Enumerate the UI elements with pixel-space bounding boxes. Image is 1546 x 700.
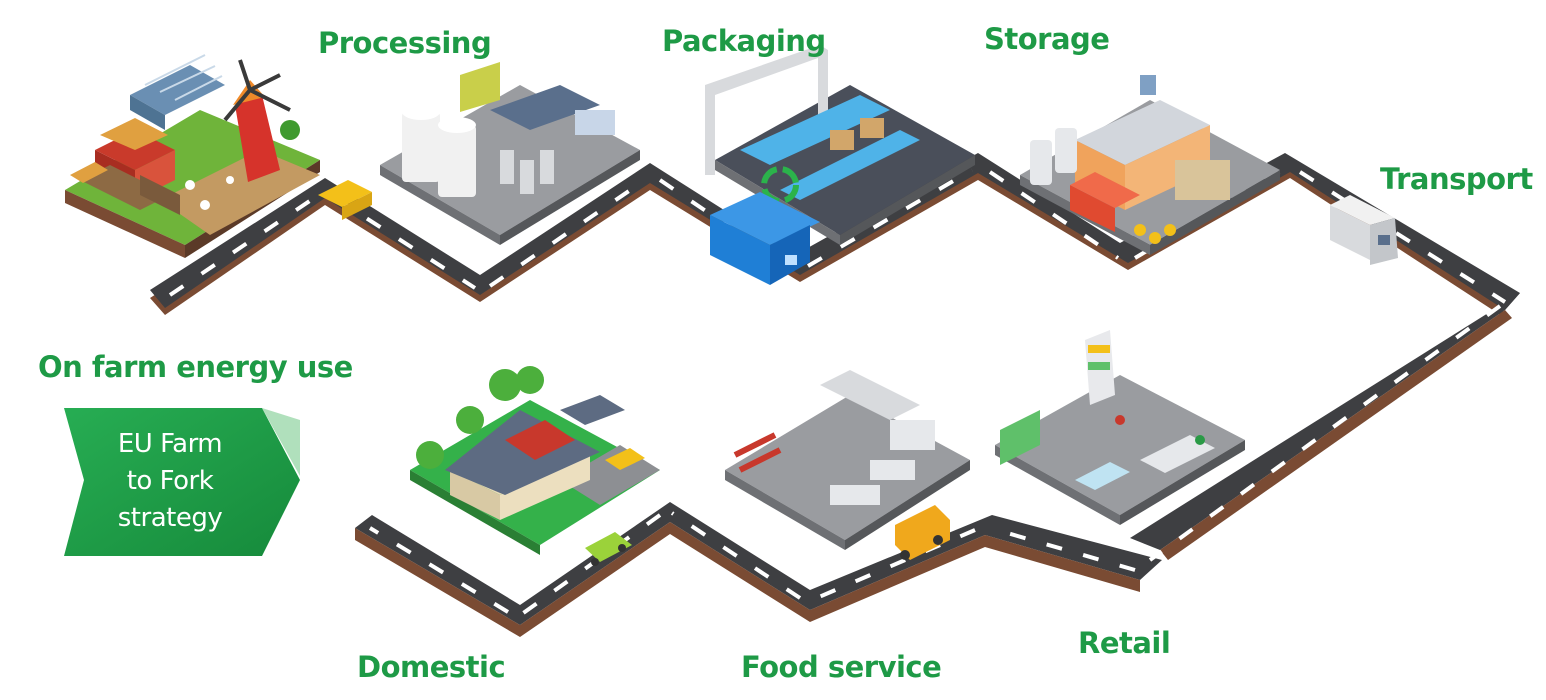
van-icon bbox=[318, 180, 372, 220]
greenhouse-icon bbox=[130, 54, 225, 130]
badge-line-3: strategy bbox=[117, 503, 223, 533]
tree-icon bbox=[280, 120, 300, 140]
recycle-icon bbox=[761, 166, 799, 204]
food-service-block bbox=[725, 370, 970, 550]
truck-icon bbox=[1330, 195, 1398, 265]
tree-icon bbox=[416, 366, 544, 469]
strategy-badge bbox=[64, 408, 300, 556]
windmill-icon bbox=[223, 59, 291, 182]
packaging-block bbox=[705, 45, 975, 285]
retail-block bbox=[995, 330, 1245, 525]
label-on-farm-energy-use: On farm energy use bbox=[38, 350, 353, 384]
label-retail: Retail bbox=[1078, 626, 1171, 660]
label-transport: Transport bbox=[1380, 162, 1533, 196]
storage-block bbox=[1020, 75, 1280, 255]
shop-icon bbox=[1000, 330, 1215, 490]
road bbox=[150, 153, 1520, 637]
car-icon bbox=[585, 532, 632, 566]
label-processing: Processing bbox=[318, 26, 492, 60]
processing-block bbox=[380, 62, 640, 245]
car-icon bbox=[605, 448, 645, 470]
badge-text: EU Farm to Fork strategy bbox=[64, 426, 276, 537]
kitchen-icon bbox=[733, 370, 935, 505]
farm-block bbox=[65, 54, 320, 258]
label-packaging: Packaging bbox=[662, 24, 826, 58]
house-icon bbox=[445, 395, 625, 520]
silo-icon bbox=[1030, 128, 1077, 185]
factory-icon bbox=[460, 62, 615, 194]
label-food-service: Food service bbox=[741, 650, 942, 684]
label-storage: Storage bbox=[984, 22, 1110, 56]
van-icon bbox=[895, 505, 950, 560]
silo-icon bbox=[402, 104, 476, 197]
truck-icon bbox=[710, 192, 820, 285]
container-icon bbox=[1070, 172, 1140, 232]
badge-line-1: EU Farm bbox=[117, 429, 223, 459]
badge-line-2: to Fork bbox=[126, 466, 214, 496]
label-domestic: Domestic bbox=[357, 650, 506, 684]
domestic-block bbox=[410, 366, 660, 555]
